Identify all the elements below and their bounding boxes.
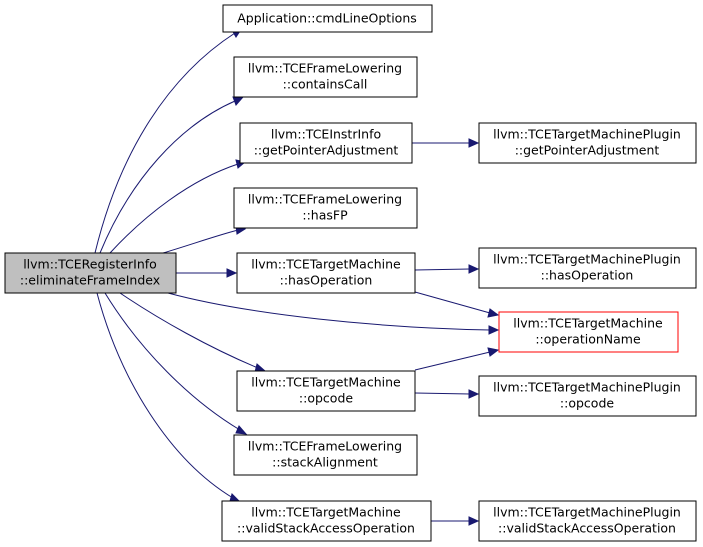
node-framelowering-containscall[interactable]: llvm::TCEFrameLowering ::containsCall [233,56,418,98]
node-label-line1: llvm::TCETargetMachinePlugin [493,505,681,520]
node-label-line1: llvm::TCETargetMachine [513,316,663,331]
edge-arrowhead [488,325,500,335]
node-plugin-validstackaccessoperation[interactable]: llvm::TCETargetMachinePlugin ::validStac… [478,500,697,542]
node-framelowering-stackalignment[interactable]: llvm::TCEFrameLowering ::stackAlignment [233,434,418,476]
edge-root-to-validstack [96,292,234,499]
node-application-cmdlineoptions[interactable]: Application::cmdLineOptions [222,4,433,33]
edge-hasoperation-to-plugin-hasoperation [414,268,471,271]
node-label-line2: ::stackAlignment [272,455,378,470]
node-framelowering-hasfp[interactable]: llvm::TCEFrameLowering ::hasFP [233,187,418,229]
edge-hasoperation-to-operationname [414,291,491,314]
node-label-line2: ::validStackAccessOperation [237,521,415,536]
edge-arrowhead [235,425,248,435]
node-label-line2: ::opcode [299,391,353,406]
node-label-line1: llvm::TCETargetMachinePlugin [493,380,681,395]
edge-arrowhead [468,516,480,526]
edge-arrowhead [468,389,480,399]
node-plugin-getpointeradjustment[interactable]: llvm::TCETargetMachinePlugin ::getPointe… [478,122,697,164]
node-label-line2: ::getPointerAdjustment [515,143,660,158]
node-label-line2: ::eliminateFrameIndex [20,273,160,288]
node-label-line2: ::containsCall [283,77,368,92]
edge-opcode-to-plugin-opcode [414,392,471,395]
node-root-eliminateframeindex[interactable]: llvm::TCERegisterInfo ::eliminateFrameIn… [4,252,177,294]
node-label-line1: llvm::TCETargetMachine [251,375,401,390]
edge-arrowhead [487,308,500,318]
node-label-line1: llvm::TCEFrameLowering [248,61,402,76]
node-label-line1: llvm::TCETargetMachinePlugin [493,127,681,142]
node-label-line1: llvm::TCEFrameLowering [248,192,402,207]
node-label-line2: ::operationName [535,332,641,347]
edge-opcode-to-operationname [414,351,491,371]
edge-root-to-hasfp [162,229,239,254]
node-label-line2: ::opcode [560,396,614,411]
node-label-line2: ::getPointerAdjustment [254,143,399,158]
node-targetmachine-validstackaccessoperation[interactable]: llvm::TCETargetMachine ::validStackAcces… [221,500,432,542]
node-label-line1: Application::cmdLineOptions [237,11,417,26]
edge-root-to-operationname [167,292,491,331]
node-label-line1: llvm::TCEFrameLowering [248,439,402,454]
node-label-line1: llvm::TCETargetMachinePlugin [493,252,681,267]
node-label-line1: llvm::TCETargetMachine [251,257,401,272]
edge-root-to-opcode [119,292,259,369]
node-label-line2: ::hasFP [302,208,348,223]
node-label-line1: llvm::TCERegisterInfo [23,257,157,272]
edge-root-to-getptradj [109,163,239,254]
edge-arrowhead [232,96,245,106]
node-instrinfo-getpointeradjustment[interactable]: llvm::TCEInstrInfo ::getPointerAdjustmen… [239,122,413,164]
edge-arrowhead [226,268,238,278]
node-plugin-opcode[interactable]: llvm::TCETargetMachinePlugin ::opcode [478,375,697,417]
edge-arrowhead [468,138,480,148]
node-label-line1: llvm::TCETargetMachine [251,505,401,520]
edge-arrowhead [487,347,500,357]
node-label-line2: ::hasOperation [541,268,634,283]
node-plugin-hasoperation[interactable]: llvm::TCETargetMachinePlugin ::hasOperat… [478,247,697,289]
node-label-line1: llvm::TCEInstrInfo [271,127,381,142]
node-targetmachine-operationname[interactable]: llvm::TCETargetMachine ::operationName [498,311,679,353]
node-label-line2: ::validStackAccessOperation [498,521,676,536]
node-targetmachine-hasoperation[interactable]: llvm::TCETargetMachine ::hasOperation [236,252,416,294]
edge-root-to-cmdline [94,32,236,254]
edge-root-to-containscall [99,100,236,254]
edge-root-to-stackalignment [104,292,241,431]
node-label-line2: ::hasOperation [280,273,373,288]
node-targetmachine-opcode[interactable]: llvm::TCETargetMachine ::opcode [236,370,416,412]
edge-arrowhead [468,264,480,274]
